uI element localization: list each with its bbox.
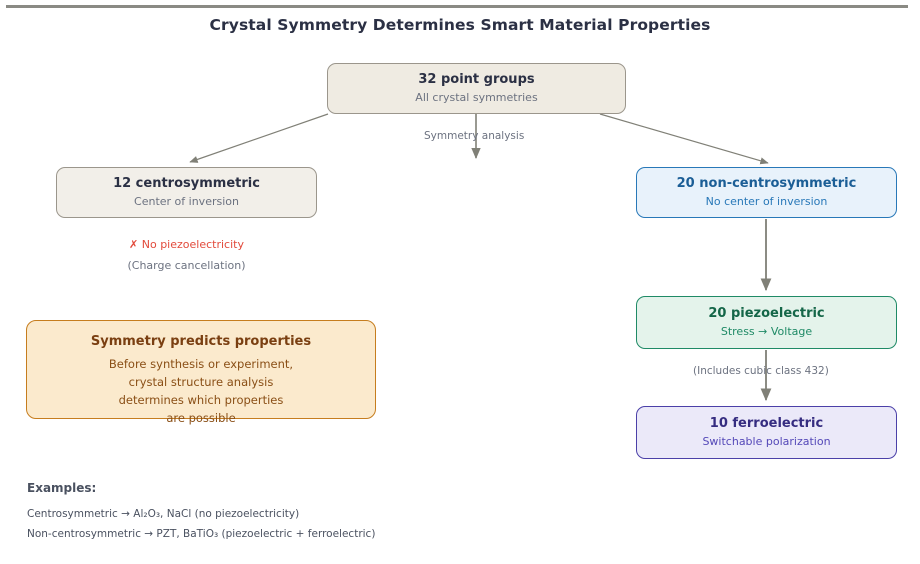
edge-label-symmetry-analysis: Symmetry analysis	[424, 130, 525, 142]
node-piezoelectric[interactable]: 20 piezoelectric Stress → Voltage	[636, 296, 897, 349]
node-non-centrosymmetric-subtitle: No center of inversion	[705, 194, 828, 208]
node-ferroelectric-title: 10 ferroelectric	[709, 415, 824, 431]
examples-heading: Examples:	[27, 481, 97, 495]
callout-line-4: are possible	[166, 411, 236, 425]
node-point-groups-title: 32 point groups	[418, 71, 535, 87]
edge-pointgroups-to-noncentrosymmetric	[599, 113, 769, 165]
page-title: Crystal Symmetry Determines Smart Materi…	[209, 16, 711, 34]
callout-symmetry-predicts-properties[interactable]: Symmetry predicts properties Before synt…	[26, 320, 376, 425]
node-centrosymmetric-subtitle: Center of inversion	[134, 194, 239, 208]
callout-line-3: determines which properties	[118, 393, 284, 407]
node-ferroelectric-subtitle: Switchable polarization	[702, 434, 831, 448]
top-rule-divider	[6, 5, 908, 8]
edge-label-cubic-class-432: (Includes cubic class 432)	[693, 365, 829, 377]
callout-title: Symmetry predicts properties	[90, 334, 312, 349]
callout-line-1: Before synthesis or experiment,	[108, 357, 294, 371]
node-point-groups[interactable]: 32 point groups All crystal symmetries	[327, 63, 626, 114]
callout-line-2: crystal structure analysis	[128, 375, 274, 389]
node-non-centrosymmetric-title: 20 non-centrosymmetric	[676, 175, 857, 191]
examples-line-2: Non-centrosymmetric → PZT, BaTiO₃ (piezo…	[27, 528, 376, 540]
node-centrosymmetric[interactable]: 12 centrosymmetric Center of inversion	[56, 167, 317, 218]
node-ferroelectric[interactable]: 10 ferroelectric Switchable polarization	[636, 406, 897, 459]
note-no-piezoelectricity: ✗ No piezoelectricity	[129, 238, 244, 251]
node-point-groups-subtitle: All crystal symmetries	[415, 90, 538, 104]
node-centrosymmetric-title: 12 centrosymmetric	[113, 175, 260, 191]
note-charge-cancellation: (Charge cancellation)	[127, 259, 246, 272]
examples-line-1: Centrosymmetric → Al₂O₃, NaCl (no piezoe…	[27, 508, 300, 520]
edge-pointgroups-to-centrosymmetric	[189, 113, 329, 163]
node-piezoelectric-subtitle: Stress → Voltage	[720, 324, 813, 338]
node-non-centrosymmetric[interactable]: 20 non-centrosymmetric No center of inve…	[636, 167, 897, 218]
node-piezoelectric-title: 20 piezoelectric	[708, 305, 825, 321]
examples-section: Examples: Centrosymmetric → Al₂O₃, NaCl …	[27, 481, 627, 544]
